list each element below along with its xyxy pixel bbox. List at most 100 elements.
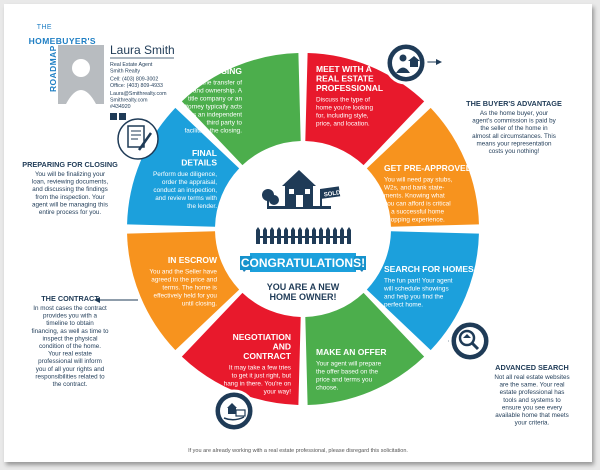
segment-2-title: MEET WITH A (316, 64, 372, 74)
buyers-advantage-text: agent's commission is paid by (472, 118, 556, 125)
the-contract-text: In most cases the contract (33, 305, 107, 312)
segment-3-text: to a successful home (384, 209, 444, 216)
equal-housing-icon (119, 113, 126, 120)
the-contract-text: condition of the home. (39, 343, 101, 350)
buyers-advantage-text: costs you nothing! (489, 148, 540, 155)
buyers-advantage-text: the seller of the home in (480, 125, 548, 132)
agent-detail-line: Smithrealty.com (110, 98, 148, 104)
segment-1-text: funds and ownership. A (176, 88, 243, 95)
agent-card: THE HOMEBUYER'S ROADMAP Laura Smith Real… (29, 24, 175, 120)
segment-1-text: attorney typically acts (181, 104, 242, 111)
agent-detail-line: #434920 (110, 104, 131, 110)
segment-7-text: You and the Seller have (149, 269, 217, 276)
ring-segment-7 (127, 231, 240, 351)
segment-3-text: W2s, and bank state- (384, 185, 444, 192)
buyers-advantage-text: means your representation (477, 140, 552, 147)
segment-8-text: Perform due diligence, (153, 171, 217, 178)
sold-sign-text: SOLD (324, 190, 342, 198)
segment-5-text: choose. (316, 385, 339, 392)
advanced-search-text: Not all real estate websites (494, 374, 569, 381)
congrats-text: CONGRATULATIONS! (241, 256, 365, 270)
segment-6-text: to get it just right, but (232, 373, 292, 380)
segment-4-title: SEARCH FOR HOMES (384, 264, 474, 274)
buyers-advantage-title: THE BUYER'S ADVANTAGE (466, 99, 562, 108)
footer-disclaimer: If you are already working with a real e… (188, 448, 408, 454)
flyer-page: SOLD CONGRATULATIONS! YOU ARE A NEW HOME… (4, 4, 592, 462)
segment-1-title: CLOSING (203, 66, 242, 76)
new-owner-line2: HOME OWNER! (270, 292, 337, 302)
segment-7-text: until closing. (182, 301, 217, 308)
agent-detail-line: Real Estate Agent (110, 62, 153, 68)
preparing-for-closing-text: from the inspection. Your (35, 194, 104, 201)
segment-3-text: You will need pay stubs, (384, 177, 453, 184)
segment-6-title: AND (273, 342, 291, 352)
segment-3-text: you can afford is critical (384, 201, 451, 208)
segment-3-text: ments. Knowing what (384, 193, 445, 200)
segment-2-text: Discuss the type of (316, 97, 370, 104)
roadmap-graphic: SOLD CONGRATULATIONS! YOU ARE A NEW HOME… (22, 24, 569, 454)
segment-4-text: The fun part! Your agent (384, 278, 453, 285)
segment-5-text: Your agent will prepare (316, 361, 382, 368)
preparing-for-closing-text: agent will be managing this (32, 201, 108, 208)
segment-1-text: third party to (206, 120, 242, 127)
picket-fence (256, 227, 351, 244)
segment-5-title: MAKE AN OFFER (316, 347, 387, 357)
the-contract-text: Your real estate (48, 351, 92, 358)
segment-3-text: shopping experience. (384, 217, 445, 224)
segment-7-text: agreed to the price and (151, 277, 217, 284)
segment-8-text: the lender. (187, 203, 217, 210)
segment-7-text: effectively held for you (154, 293, 218, 300)
segment-5-text: the offer based on the (316, 369, 379, 376)
agent-detail-line: Cell: (403) 809-3002 (110, 77, 158, 83)
segment-2-text: price, and location. (316, 121, 370, 128)
roadmap-title-homebuyers: HOMEBUYER'S (29, 36, 96, 46)
hand-money-house-icon (212, 389, 256, 433)
segment-6-text: It may take a few tries (229, 365, 291, 372)
the-contract-text: the contract. (53, 381, 88, 388)
segment-4-text: perfect home. (384, 302, 423, 309)
segment-1-text: title company or an (188, 96, 242, 103)
preparing-for-closing-text: You will be finalizing your (35, 171, 105, 178)
center-house-icon: SOLD (256, 170, 351, 244)
advanced-search-title: ADVANCED SEARCH (495, 363, 569, 372)
preparing-for-closing-title: PREPARING FOR CLOSING (22, 160, 118, 169)
the-contract-title: THE CONTRACT (41, 294, 99, 303)
buyers-advantage-text: almost all circumstances. This (472, 133, 556, 140)
roadmap-title-the: THE (37, 24, 52, 31)
agent-detail-line: Office: (403) 809-4933 (110, 83, 163, 89)
the-contract-text: inspect the physical (43, 335, 98, 342)
segment-7-text: terms. The home is (162, 285, 217, 292)
the-contract-text: you of all your rights and (36, 366, 105, 373)
advanced-search-text: estate professional has (500, 389, 565, 396)
advanced-search-text: available home that meets (495, 412, 569, 419)
segment-4-text: will schedule showings (383, 286, 449, 293)
congrats-banner: CONGRATULATIONS! (240, 253, 366, 272)
segment-8-title: FINAL (192, 148, 217, 158)
the-contract-text: timeline to obtain (46, 320, 94, 327)
segment-5-text: price and terms you (316, 377, 373, 384)
segment-6-text: your way! (264, 389, 292, 396)
buyers-advantage-text: As the home buyer, your (480, 110, 548, 117)
the-contract-text: professional will inform (38, 358, 102, 365)
segment-2-title: PROFESSIONAL (316, 83, 383, 93)
segment-7-title: IN ESCROW (168, 255, 218, 265)
segment-3-title: GET PRE-APPROVED (384, 163, 472, 173)
advanced-search-text: are the same. Your real (499, 382, 564, 389)
ring-segment-3 (366, 107, 479, 227)
agent-detail-line: Laura@Smithrealty.com (110, 91, 167, 97)
ring-segment-4 (366, 231, 479, 351)
preparing-for-closing-text: entire process for you. (39, 209, 102, 216)
side-notes: THE BUYER'S ADVANTAGE As the home buyer, … (22, 99, 569, 427)
segment-2-text: for, including style, (316, 113, 369, 120)
agent-name: Laura Smith (110, 43, 175, 57)
preparing-for-closing-text: loan, reviewing documents, (32, 179, 109, 186)
segment-8-text: conduct an inspection, (153, 187, 217, 194)
preparing-for-closing-text: and discussing the findings (32, 186, 108, 193)
ring-segment-6 (181, 292, 301, 405)
the-contract-text: financing, as well as time to (32, 328, 109, 335)
advanced-search-text: your criteria. (515, 420, 550, 427)
segment-2-title: REAL ESTATE (316, 74, 374, 84)
new-owner-line1: YOU ARE A NEW (267, 282, 340, 292)
